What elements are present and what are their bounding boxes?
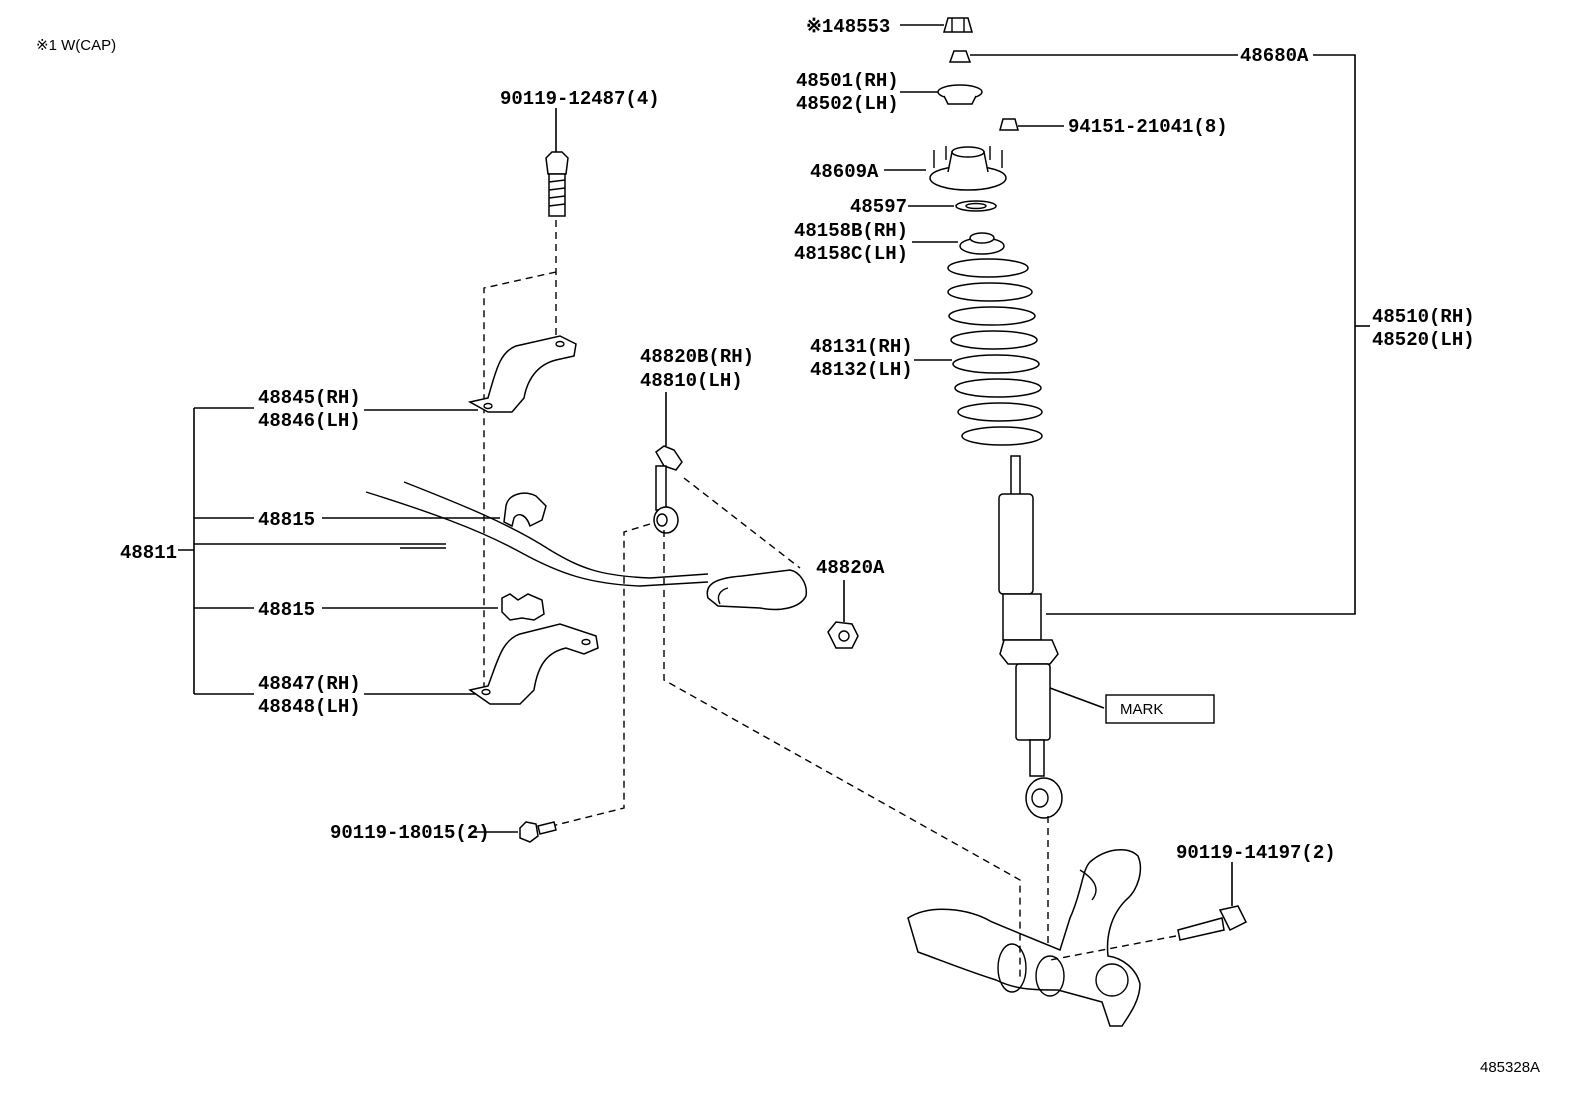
label-mark: MARK — [1120, 701, 1163, 718]
coil-spring-part — [947, 258, 1043, 446]
nut-48680a-part — [948, 50, 972, 63]
stabilizer-bar-part — [365, 481, 808, 611]
label-absorber-rh: 48510(RH) — [1372, 306, 1475, 328]
bolt-14197-part — [1177, 905, 1248, 941]
dash-bolt-12487-side — [483, 271, 557, 690]
label-seat-lh: 48158C(LH) — [794, 243, 908, 265]
nut-48820a-part — [827, 621, 859, 649]
label-bearing: 48597 — [850, 196, 907, 218]
bracket-absorber-assembly — [1046, 54, 1356, 615]
label-bolt-18015: 90119-18015(2) — [330, 822, 490, 844]
label-nut-94151: 94151-21041(8) — [1068, 116, 1228, 138]
label-spring-lh: 48132(LH) — [810, 359, 913, 381]
label-seat-rh: 48158B(RH) — [794, 220, 908, 242]
label-nut-48820a: 48820A — [816, 557, 885, 579]
label-insulator-lh: 48502(LH) — [796, 93, 899, 115]
bearing-part — [955, 200, 997, 212]
leader-mark — [1049, 687, 1105, 709]
label-nut-48680a: 48680A — [1240, 45, 1309, 67]
support-part — [929, 146, 1007, 191]
label-spring-rh: 48131(RH) — [810, 336, 913, 358]
lower-arm-part — [907, 849, 1142, 1027]
illustration-code: 485328A — [1480, 1059, 1540, 1076]
spring-seat-part — [959, 232, 1005, 255]
dash-link-to-arm — [663, 530, 1021, 980]
dash-link-to-bar — [683, 477, 801, 569]
bracket-stabilizer-group — [178, 407, 254, 695]
label-bolt-12487: 90119-12487(4) — [500, 88, 660, 110]
label-support: 48609A — [810, 161, 879, 183]
stabilizer-link-part — [653, 445, 683, 534]
insulator-part — [937, 84, 983, 105]
label-bracket-upper-lh: 48846(LH) — [258, 410, 361, 432]
label-bushing-upper: 48815 — [258, 509, 315, 531]
label-stabilizer: 48811 — [120, 542, 177, 564]
shock-absorber-part — [998, 455, 1063, 819]
dash-bolt-14197 — [1049, 935, 1177, 961]
upper-bracket-part — [467, 335, 577, 413]
label-bracket-lower-rh: 48847(RH) — [258, 673, 361, 695]
lower-bracket-part — [468, 623, 599, 705]
cap-note: ※1 W(CAP) — [36, 37, 116, 54]
lower-bushing-part — [501, 593, 545, 621]
label-bracket-lower-lh: 48848(LH) — [258, 696, 361, 718]
label-bolt-14197: 90119-14197(2) — [1176, 842, 1336, 864]
label-absorber-lh: 48520(LH) — [1372, 329, 1475, 351]
upper-bushing-part — [503, 492, 547, 528]
cap-nut-part — [943, 17, 973, 33]
label-cap-nut: ※148553 — [806, 16, 890, 38]
dash-link-to-bolt — [551, 523, 651, 827]
bolt-18015-part — [519, 821, 557, 843]
label-link-lh: 48810(LH) — [640, 370, 743, 392]
bolt-12487-part — [545, 151, 569, 217]
mark-box — [1105, 694, 1215, 724]
label-bushing-lower: 48815 — [258, 599, 315, 621]
label-link-rh: 48820B(RH) — [640, 346, 754, 368]
label-insulator-rh: 48501(RH) — [796, 70, 899, 92]
nut-94151-part — [999, 118, 1019, 131]
label-bracket-upper-rh: 48845(RH) — [258, 387, 361, 409]
